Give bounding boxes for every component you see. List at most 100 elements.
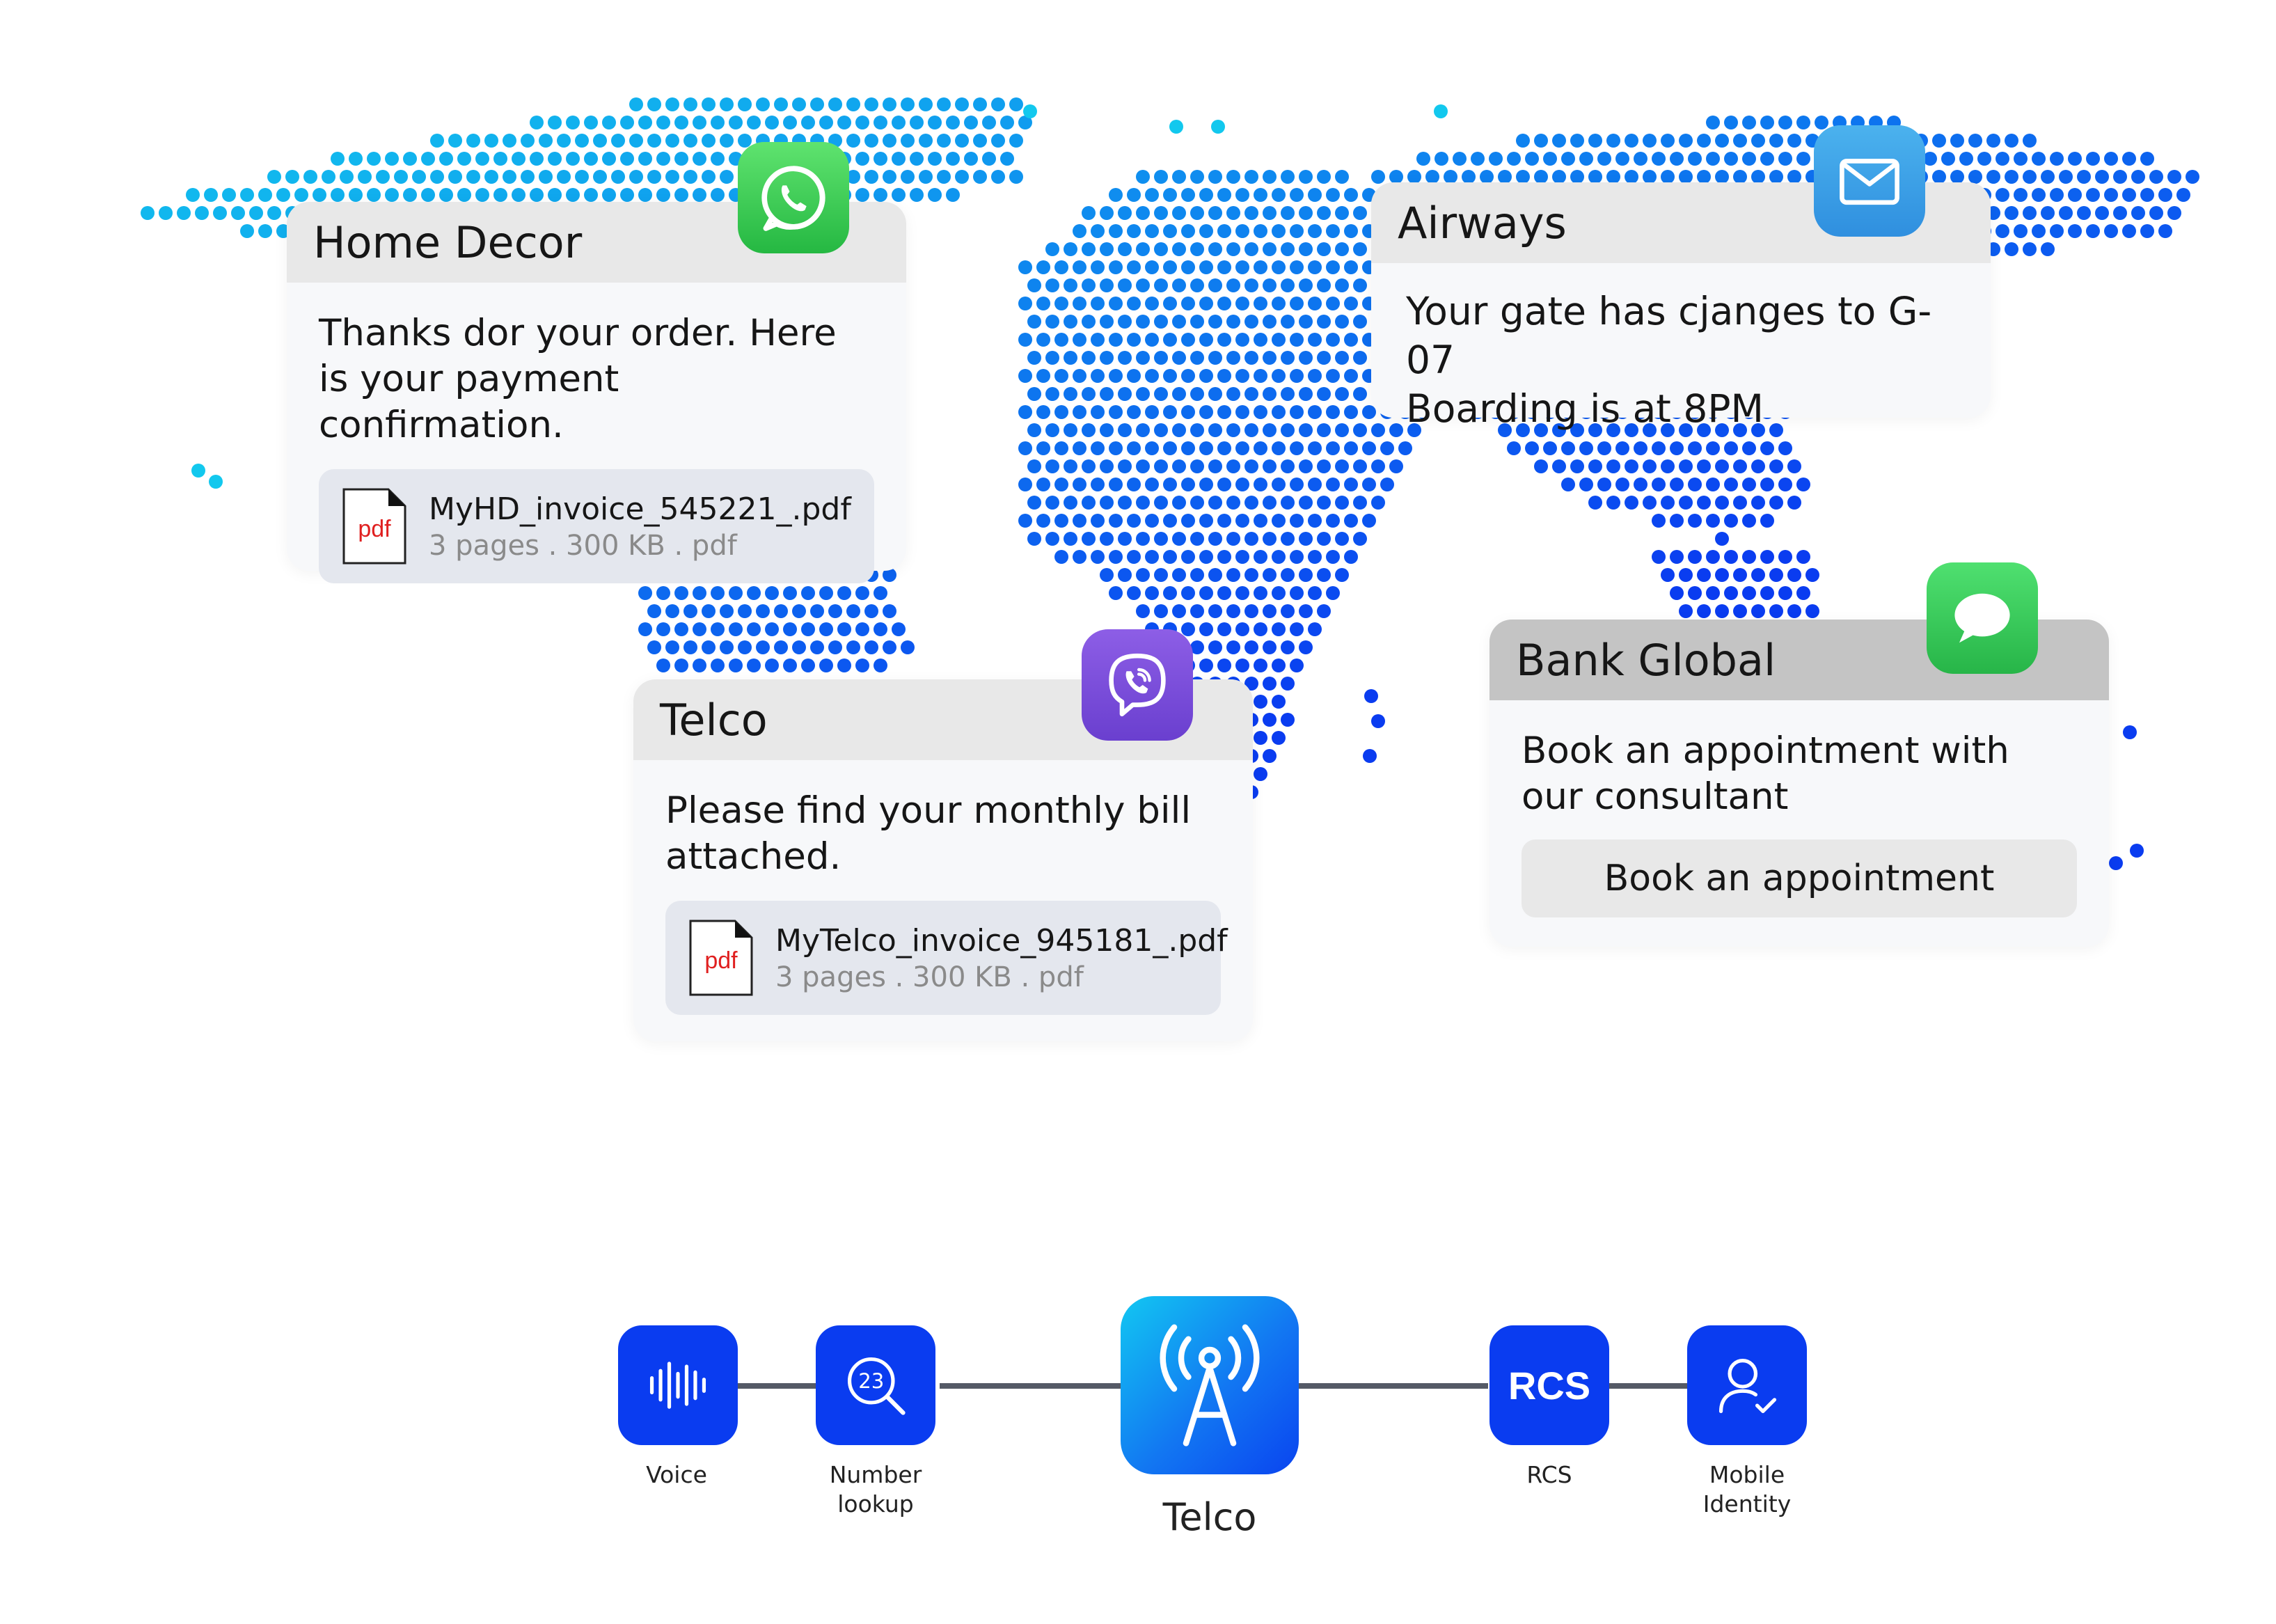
map-dot	[1109, 297, 1123, 310]
map-dot	[557, 170, 571, 184]
map-dot	[394, 170, 408, 184]
map-dot	[1308, 550, 1322, 564]
map-dot	[1190, 351, 1204, 365]
map-dot	[1561, 441, 1575, 455]
map-dot	[1118, 496, 1132, 510]
home-decor-attachment[interactable]: pdf MyHD_invoice_545221_.pdf 3 pages . 3…	[319, 469, 874, 583]
map-dot	[738, 134, 752, 148]
map-dot	[1163, 478, 1177, 491]
map-dot	[1326, 550, 1340, 564]
map-dot	[1353, 351, 1367, 365]
map-dot	[1335, 278, 1349, 292]
map-dot	[1625, 134, 1638, 148]
map-dot	[1760, 441, 1774, 455]
map-dot	[1208, 206, 1222, 220]
map-dot	[1697, 170, 1711, 184]
map-dot	[1281, 387, 1295, 401]
map-dot	[1335, 242, 1349, 256]
map-dot	[566, 188, 580, 202]
map-dot	[1335, 351, 1349, 365]
map-dot	[1272, 550, 1286, 564]
map-dot	[1172, 496, 1186, 510]
map-dot	[1272, 695, 1286, 709]
map-dot	[1796, 550, 1810, 564]
map-dot	[403, 188, 417, 202]
map-dot	[1679, 134, 1693, 148]
map-dot	[1335, 459, 1349, 473]
mobile-identity-label-line-2: Identity	[1702, 1490, 1792, 1517]
map-dot	[1263, 459, 1277, 473]
map-dot	[1742, 586, 1756, 600]
map-dot	[1208, 640, 1222, 654]
map-dot	[1308, 478, 1322, 491]
map-dot	[1181, 260, 1195, 274]
map-dot	[1706, 550, 1720, 564]
map-dot	[1136, 206, 1150, 220]
map-dot	[1064, 351, 1077, 365]
number-lookup-label-line-1: Number	[829, 1461, 922, 1488]
map-dot	[1036, 260, 1050, 274]
voice-service-button[interactable]	[618, 1325, 738, 1445]
map-dot	[693, 188, 706, 202]
map-dot	[2104, 188, 2118, 202]
map-dot	[738, 97, 752, 111]
map-dot	[864, 134, 878, 148]
map-dot	[412, 170, 426, 184]
map-dot	[1208, 315, 1222, 329]
map-dot	[846, 97, 860, 111]
map-dot	[1407, 170, 1421, 184]
map-dot	[1027, 278, 1041, 292]
map-dot	[1326, 586, 1340, 600]
map-dot	[484, 134, 498, 148]
book-appointment-button[interactable]: Book an appointment	[1522, 839, 2077, 917]
map-dot	[1778, 441, 1792, 455]
telco-attachment[interactable]: pdf MyTelco_invoice_945181_.pdf 3 pages …	[665, 901, 1228, 1015]
map-dot	[864, 640, 878, 654]
mobile-identity-service-button[interactable]	[1687, 1325, 1807, 1445]
map-dot	[1326, 405, 1340, 419]
map-dot	[1272, 659, 1286, 672]
map-dot	[2077, 206, 2091, 220]
map-dot	[2086, 188, 2100, 202]
number-lookup-service-button[interactable]: 23	[816, 1325, 935, 1445]
map-dot	[1615, 478, 1629, 491]
map-dot	[837, 116, 851, 129]
map-dot	[1226, 604, 1240, 618]
map-dot	[665, 97, 679, 111]
map-dot	[928, 188, 942, 202]
map-dot	[1263, 387, 1277, 401]
map-dot	[928, 152, 942, 166]
map-dot	[1208, 568, 1222, 582]
map-dot	[1326, 297, 1340, 310]
map-dot	[946, 188, 960, 202]
map-dot	[1326, 478, 1340, 491]
map-dot	[1308, 622, 1322, 636]
map-dot	[602, 116, 616, 129]
map-dot	[1036, 405, 1050, 419]
map-dot	[367, 152, 381, 166]
map-dot	[1199, 441, 1213, 455]
map-dot	[1308, 260, 1322, 274]
map-dot	[2032, 188, 2046, 202]
map-dot	[1634, 441, 1647, 455]
map-dot	[1688, 152, 1702, 166]
telco-service-button[interactable]	[1121, 1296, 1299, 1474]
map-dot	[665, 640, 679, 654]
map-dot	[466, 134, 480, 148]
map-dot	[1733, 423, 1747, 437]
map-dot	[1036, 333, 1050, 347]
voice-label: Voice	[646, 1461, 707, 1488]
map-dot	[1199, 333, 1213, 347]
map-dot	[1154, 278, 1168, 292]
rcs-service-button[interactable]: RCS	[1489, 1325, 1609, 1445]
map-dot	[1136, 496, 1150, 510]
map-dot	[1299, 532, 1313, 546]
map-dot	[1751, 604, 1765, 618]
map-dot	[1950, 134, 1964, 148]
map-dot	[1154, 351, 1168, 365]
map-dot	[1996, 224, 2009, 238]
map-dot	[1471, 152, 1485, 166]
map-dot	[1715, 134, 1729, 148]
airways-card: Airways Your gate has cjanges to G-07 Bo…	[1371, 125, 1991, 431]
map-dot	[1018, 260, 1032, 274]
